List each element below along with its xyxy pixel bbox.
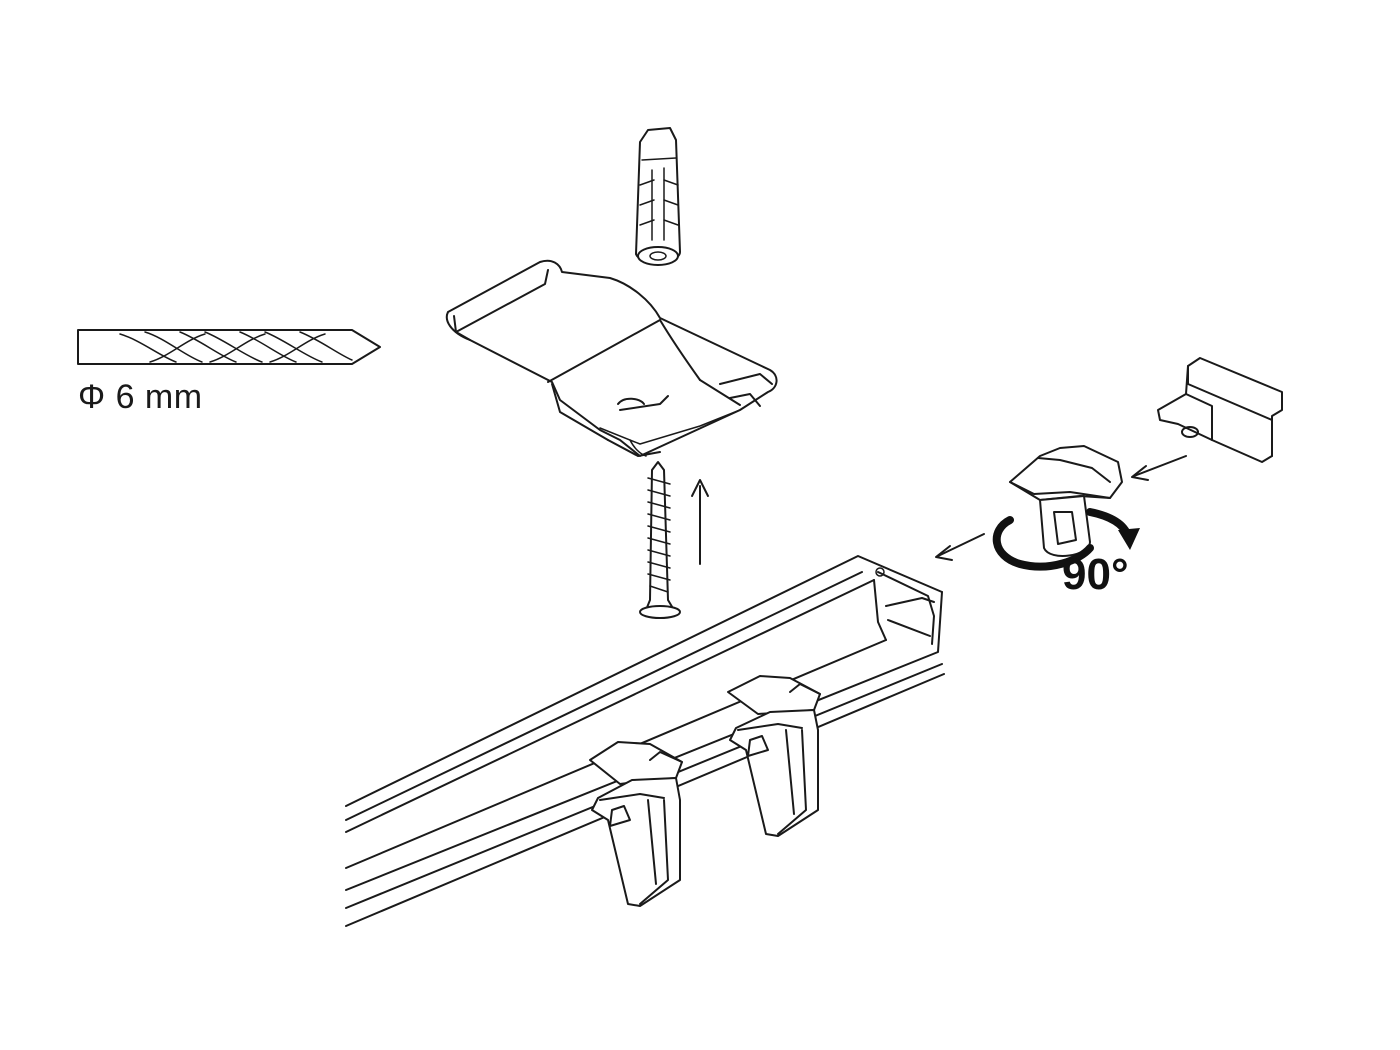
rotation-arrow-icon bbox=[992, 508, 1140, 571]
mounting-bracket-icon bbox=[445, 259, 778, 457]
wall-plug-icon bbox=[635, 127, 681, 266]
up-arrow-icon bbox=[691, 479, 709, 565]
glider-icon bbox=[1009, 445, 1123, 557]
clip-hook-icon bbox=[589, 675, 821, 907]
drill-bit-icon bbox=[77, 329, 381, 365]
end-cap-icon bbox=[1157, 357, 1283, 463]
drill-diameter-label: Φ 6 mm bbox=[78, 378, 203, 416]
left-arrow-icon bbox=[935, 533, 985, 561]
left-arrow-icon bbox=[1131, 455, 1187, 481]
screw-icon bbox=[639, 461, 681, 619]
rotation-angle-label: 90° bbox=[1062, 550, 1129, 599]
